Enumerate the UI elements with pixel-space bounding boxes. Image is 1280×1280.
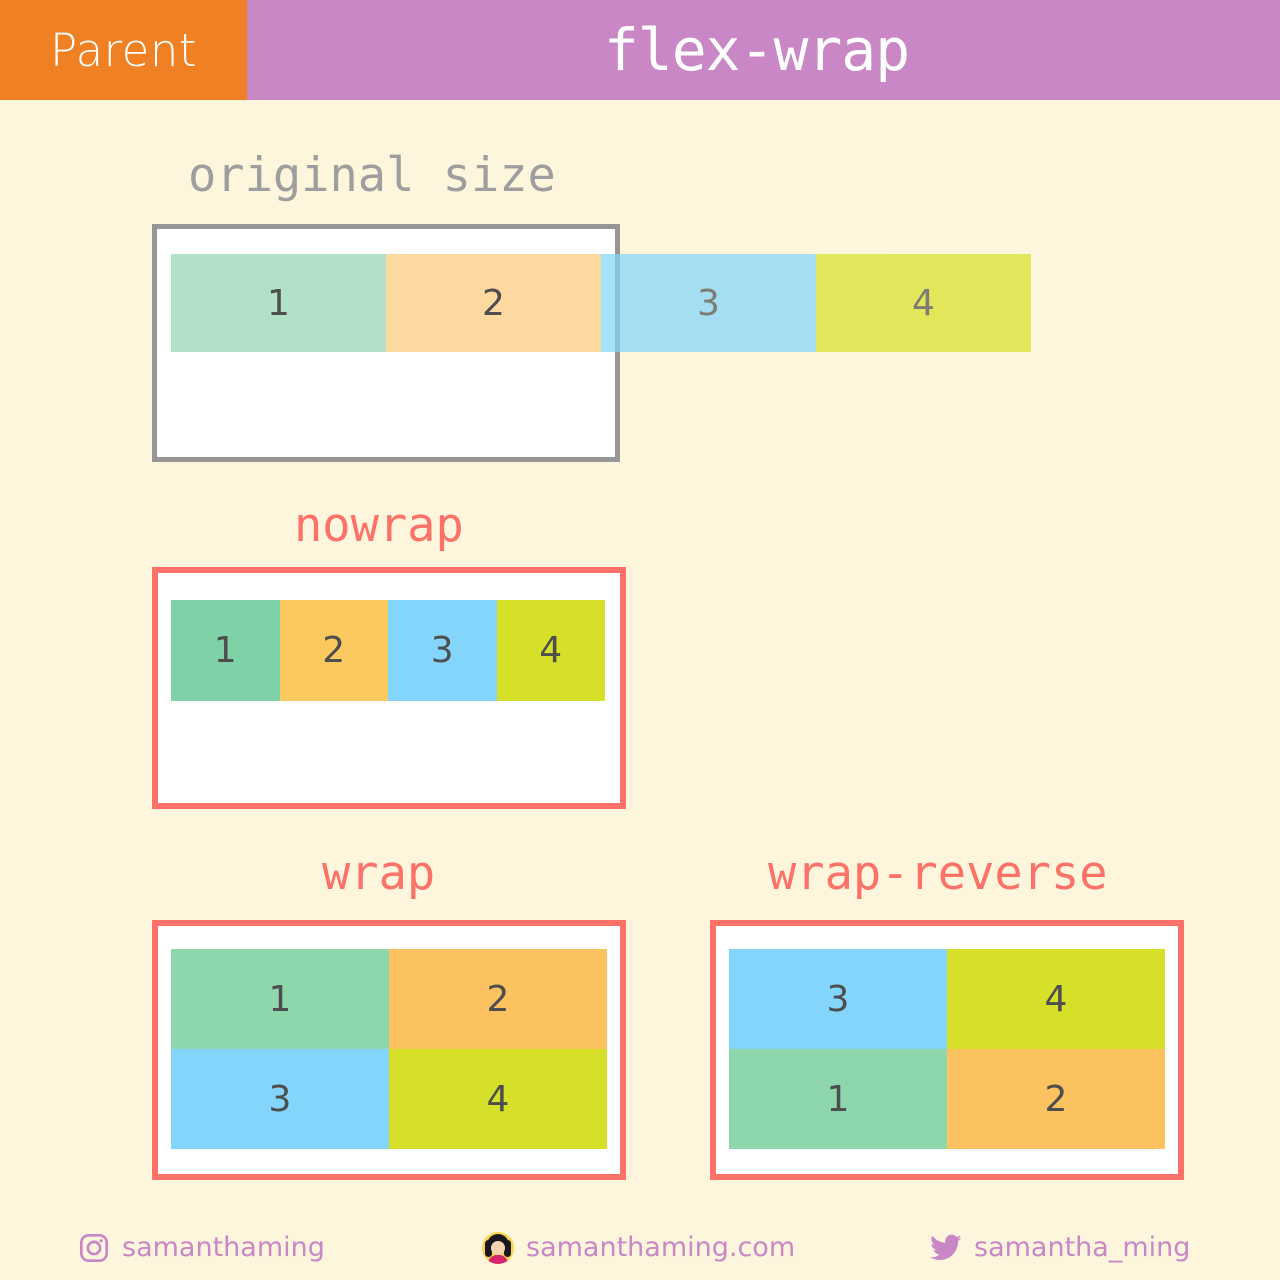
flex-items-wrap: 1 2 3 4 bbox=[171, 949, 607, 1149]
flex-item-label: 3 bbox=[826, 978, 850, 1020]
section-label-wrap-reverse: wrap-reverse bbox=[768, 846, 1108, 901]
flex-item-3[interactable]: 3 bbox=[729, 949, 947, 1049]
flex-item-3[interactable]: 3 bbox=[171, 1049, 389, 1149]
flex-item-label: 1 bbox=[826, 1078, 850, 1120]
footer-instagram-label: samanthaming bbox=[122, 1232, 325, 1263]
flex-item-4[interactable]: 4 bbox=[496, 600, 605, 701]
footer-instagram[interactable]: samanthaming bbox=[78, 1232, 325, 1264]
flex-item-4[interactable]: 4 bbox=[816, 254, 1031, 352]
twitter-icon bbox=[930, 1234, 962, 1262]
flex-item-label: 2 bbox=[486, 978, 510, 1020]
flex-item-label: 3 bbox=[268, 1078, 292, 1120]
flex-item-2[interactable]: 2 bbox=[386, 254, 601, 352]
flex-item-1[interactable]: 1 bbox=[171, 254, 386, 352]
footer-website[interactable]: samanthaming.com bbox=[482, 1231, 796, 1264]
flex-item-label: 2 bbox=[1044, 1078, 1068, 1120]
flex-item-label: 2 bbox=[322, 630, 346, 671]
flex-item-4[interactable]: 4 bbox=[947, 949, 1165, 1049]
flex-item-label: 4 bbox=[912, 282, 935, 324]
flex-item-1[interactable]: 1 bbox=[171, 600, 280, 701]
flex-item-1[interactable]: 1 bbox=[729, 1049, 947, 1149]
footer-twitter[interactable]: samantha_ming bbox=[930, 1232, 1190, 1263]
avatar-icon bbox=[482, 1231, 514, 1264]
footer-website-label: samanthaming.com bbox=[526, 1232, 796, 1263]
flex-item-2[interactable]: 2 bbox=[279, 600, 388, 701]
flex-item-label: 1 bbox=[267, 282, 290, 324]
header-bar: Parent flex-wrap bbox=[0, 0, 1280, 100]
flex-item-label: 3 bbox=[697, 282, 720, 324]
flex-item-2[interactable]: 2 bbox=[389, 949, 607, 1049]
flex-item-label: 2 bbox=[482, 282, 505, 324]
section-label-nowrap: nowrap bbox=[294, 498, 464, 553]
instagram-icon bbox=[78, 1232, 110, 1264]
flex-item-1[interactable]: 1 bbox=[171, 949, 389, 1049]
flex-item-4[interactable]: 4 bbox=[389, 1049, 607, 1149]
section-label-wrap: wrap bbox=[322, 846, 436, 901]
flex-item-3[interactable]: 3 bbox=[388, 600, 497, 701]
flex-items-wrap-reverse: 1 2 3 4 bbox=[729, 949, 1165, 1149]
flex-item-label: 4 bbox=[1044, 978, 1068, 1020]
flex-items-nowrap: 1 2 3 4 bbox=[171, 600, 605, 701]
parent-badge: Parent bbox=[0, 0, 247, 100]
flex-item-label: 4 bbox=[539, 630, 563, 671]
footer-twitter-label: samantha_ming bbox=[974, 1232, 1191, 1263]
footer: samanthaming samanthaming.com samantha_m… bbox=[0, 1215, 1280, 1280]
flex-item-label: 4 bbox=[486, 1078, 510, 1120]
flex-item-label: 3 bbox=[430, 630, 454, 671]
page-title: flex-wrap bbox=[247, 0, 1280, 100]
flex-items-original-size: 1 2 3 4 bbox=[171, 254, 1031, 352]
flex-item-2[interactable]: 2 bbox=[947, 1049, 1165, 1149]
flex-item-label: 1 bbox=[213, 630, 237, 671]
section-label-original-size: original size bbox=[188, 148, 556, 203]
flex-item-label: 1 bbox=[268, 978, 292, 1020]
flex-item-3[interactable]: 3 bbox=[601, 254, 816, 352]
